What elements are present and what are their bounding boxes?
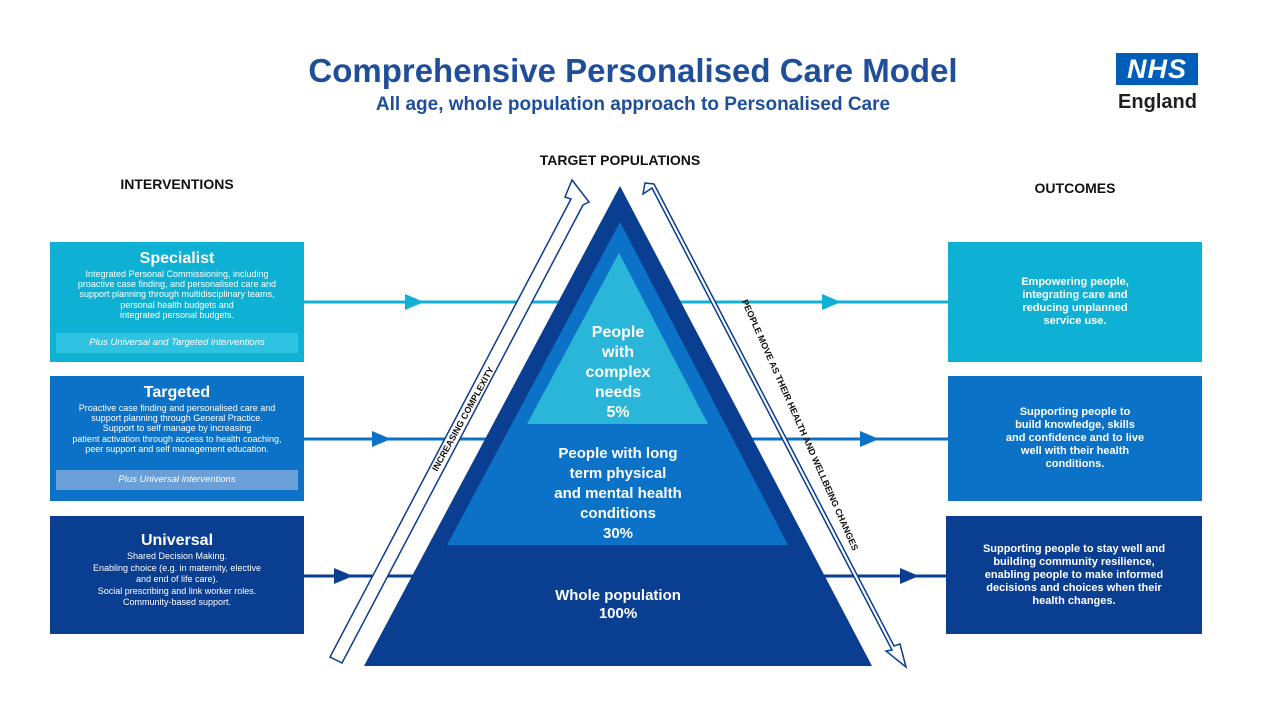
intervention-targeted: Targeted Proactive case finding and pers… [50, 376, 304, 501]
intervention-universal-heading: Universal [140, 532, 214, 549]
intervention-universal-description: Shared Decision Making. Enabling choice … [93, 551, 261, 607]
interventions-heading: INTERVENTIONS [120, 176, 234, 192]
intervention-universal: Universal Shared Decision Making. Enabli… [50, 516, 304, 634]
nhs-logo: NHS [1116, 53, 1198, 85]
connector-lines [304, 294, 948, 584]
health-changes-arrow [641, 182, 908, 669]
intervention-specialist-heading: Specialist [139, 250, 215, 267]
pyramid-inner-layer [527, 253, 708, 424]
intervention-targeted-heading: Targeted [143, 384, 211, 401]
population-long-term-conditions: People with long term physical and menta… [554, 445, 682, 542]
intervention-specialist-description: Integrated Personal Commissioning, inclu… [77, 269, 277, 320]
outcome-specialist: Empowering people, integrating care and … [948, 242, 1202, 362]
intervention-specialist-plus: Plus Universal and Targeted intervention… [56, 333, 298, 353]
intervention-targeted-plus: Plus Universal interventions [56, 470, 298, 490]
intervention-specialist: Specialist Integrated Personal Commissio… [50, 242, 304, 362]
target-populations-heading: TARGET POPULATIONS [539, 152, 701, 168]
page-subtitle: All age, whole population approach to Pe… [375, 94, 891, 115]
page-title: Comprehensive Personalised Care Model [308, 52, 958, 89]
outcomes-heading: OUTCOMES [1034, 180, 1116, 196]
population-whole: Whole population 100% [555, 587, 681, 622]
intervention-targeted-description: Proactive case finding and personalised … [72, 403, 282, 454]
nhs-logo-region: England [1118, 91, 1197, 113]
population-complex-needs: People with complex needs 5% [585, 324, 651, 421]
outcome-targeted: Supporting people to build knowledge, sk… [948, 376, 1202, 501]
increasing-complexity-arrow [328, 178, 591, 664]
outcome-universal: Supporting people to stay well and build… [946, 516, 1202, 634]
